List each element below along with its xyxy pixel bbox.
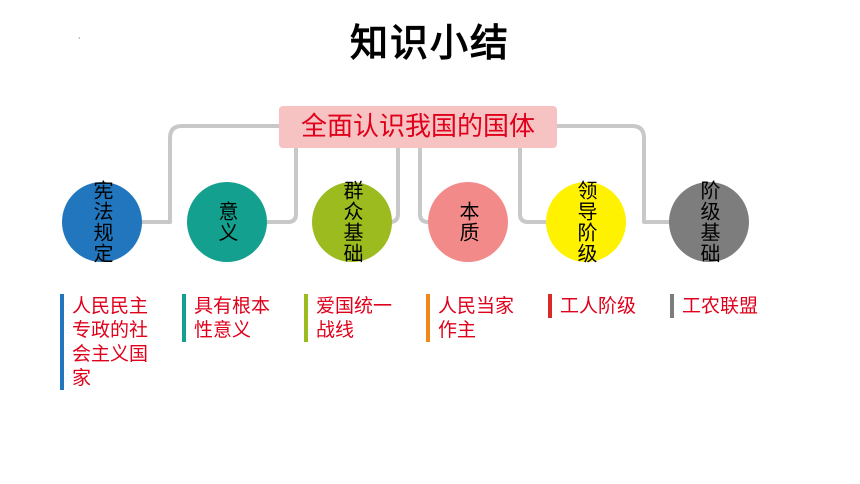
node-circle-mass-base: 群众基础 <box>312 180 392 264</box>
central-topic-box: 全面认识我国的国体 <box>279 106 557 148</box>
description-text: 具有根本 性意义 <box>194 295 271 341</box>
node-circle-constitution: 宪法规定 <box>62 180 142 264</box>
node-label: 本质 <box>456 201 480 243</box>
node-label: 阶级基础 <box>697 180 721 264</box>
node-circle-leading-class: 领导阶级 <box>546 180 626 264</box>
connector-6 <box>555 124 672 224</box>
connector-5 <box>518 146 548 224</box>
description-significance: 具有根本 性意义 <box>182 294 270 342</box>
connector-1 <box>138 124 281 224</box>
description-essence: 人民当家 作主 <box>426 294 514 342</box>
connector-4 <box>418 146 430 224</box>
node-label: 意义 <box>215 201 239 243</box>
description-text: 工农联盟 <box>682 295 759 317</box>
description-class-base: 工农联盟 <box>670 294 758 318</box>
description-leading-class: 工人阶级 <box>548 294 636 318</box>
node-label: 宪法规定 <box>90 180 114 264</box>
node-circle-class-base: 阶级基础 <box>669 180 749 264</box>
description-text: 人民民主 专政的社 会主义国 家 <box>72 295 149 389</box>
description-text: 爱国统一 战线 <box>316 295 393 341</box>
description-text: 人民当家 作主 <box>438 295 515 341</box>
node-label: 领导阶级 <box>574 180 598 264</box>
corner-mark: · <box>78 34 81 43</box>
connector-2 <box>264 146 298 224</box>
description-mass-base: 爱国统一 战线 <box>304 294 392 342</box>
description-text: 工人阶级 <box>560 295 637 317</box>
node-circle-significance: 意义 <box>187 182 267 262</box>
node-circle-essence: 本质 <box>428 182 508 262</box>
node-label: 群众基础 <box>340 180 364 264</box>
page-title: 知识小结 <box>349 21 510 65</box>
description-constitution: 人民民主 专政的社 会主义国 家 <box>60 294 148 390</box>
connector-3 <box>388 146 400 224</box>
